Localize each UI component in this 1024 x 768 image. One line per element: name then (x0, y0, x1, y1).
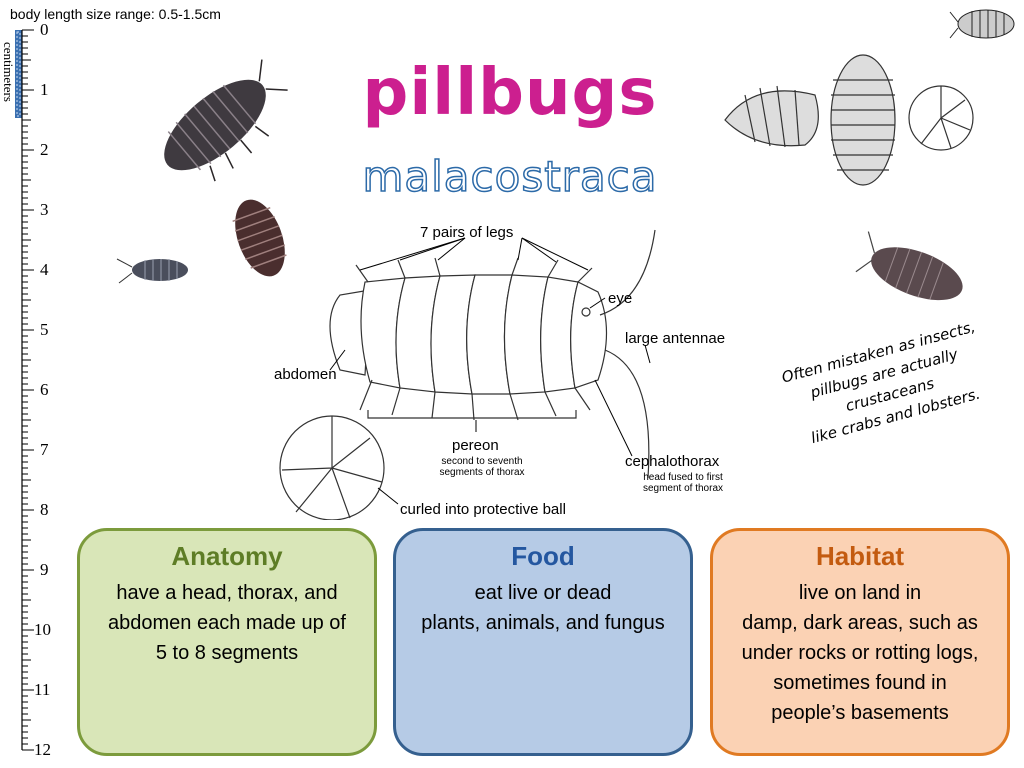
ruler-size-highlight-dash (16, 31, 21, 117)
habitat-card: Habitat live on land in damp, dark areas… (710, 528, 1010, 756)
size-range-caption: body length size range: 0.5-1.5cm (10, 6, 221, 22)
food-card-title: Food (511, 541, 575, 571)
label-curled-ball: curled into protective ball (400, 501, 566, 518)
fact-callout: Often mistaken as insects, pillbugs are … (745, 307, 1024, 462)
anatomy-card: Anatomy have a head, thorax, and abdomen… (77, 528, 377, 756)
ruler-number: 8 (40, 500, 49, 519)
ruler-number: 9 (40, 560, 49, 579)
ruler-number: 2 (40, 140, 49, 159)
ruler-number: 5 (40, 320, 49, 339)
habitat-line: sometimes found in (773, 672, 947, 694)
ruler-number: 10 (34, 620, 51, 639)
ruler-number: 6 (40, 380, 49, 399)
habitat-card-text: live on land in damp, dark areas, such a… (723, 578, 997, 728)
ruler-number: 3 (40, 200, 49, 219)
habitat-line: under rocks or rotting logs, (741, 642, 979, 664)
anatomy-line: have a head, thorax, and (116, 582, 338, 604)
ruler-number: 11 (34, 680, 51, 699)
ruler-number: 12 (34, 740, 51, 759)
habitat-line: people’s basements (771, 702, 949, 724)
label-eye: eye (608, 290, 633, 307)
anatomy-card-text: have a head, thorax, and abdomen each ma… (90, 578, 364, 668)
habitat-line: damp, dark areas, such as (742, 612, 978, 634)
ruler-number: 4 (40, 260, 49, 279)
ruler-number: 0 (40, 20, 49, 39)
pillbug-photo-small (116, 258, 188, 284)
centimeter-ruler (15, 29, 34, 751)
habitat-line: live on land in (798, 582, 922, 604)
pillbug-sketch-corner (949, 9, 1015, 39)
pillbug-photo-brown (232, 199, 287, 277)
pillbug-photo-right (855, 231, 963, 301)
label-7-pairs-of-legs: 7 pairs of legs (420, 224, 514, 241)
ruler-size-highlight (15, 30, 22, 118)
page-title: pillbugs (362, 56, 658, 130)
pillbug-photo-large (164, 59, 288, 182)
anatomy-diagram-drawing (279, 229, 656, 520)
ruler-number: 7 (40, 440, 49, 459)
label-cephalothorax: cephalothorax (625, 453, 720, 470)
label-large-antennae: large antennae (625, 330, 726, 347)
ruler-unit-label: centimeters (1, 42, 16, 102)
diagram-abdomen-segment (329, 289, 371, 376)
food-line: eat live or dead (474, 582, 612, 604)
pillbug-sketch-sequence (724, 54, 974, 186)
food-line: plants, animals, and fungus (421, 612, 665, 634)
label-pereon-sub: second to seventh segments of thorax (439, 456, 525, 478)
food-card-text: eat live or dead plants, animals, and fu… (406, 578, 680, 638)
page-subtitle: malacostraca (362, 151, 658, 202)
ruler-number: 1 (40, 80, 49, 99)
label-cephalothorax-sub: head fused to first segment of thorax (642, 472, 724, 494)
habitat-card-title: Habitat (815, 541, 905, 571)
anatomy-line: abdomen each made up of (108, 612, 346, 634)
ruler-ticks (22, 29, 34, 751)
food-card: Food eat live or dead plants, animals, a… (393, 528, 693, 756)
anatomy-card-title: Anatomy (171, 541, 283, 571)
anatomy-line: 5 to 8 segments (155, 642, 299, 664)
label-abdomen: abdomen (274, 366, 337, 383)
anatomy-diagram: 7 pairs of legs eye large antennae abdom… (260, 220, 760, 520)
label-pereon: pereon (452, 437, 499, 454)
